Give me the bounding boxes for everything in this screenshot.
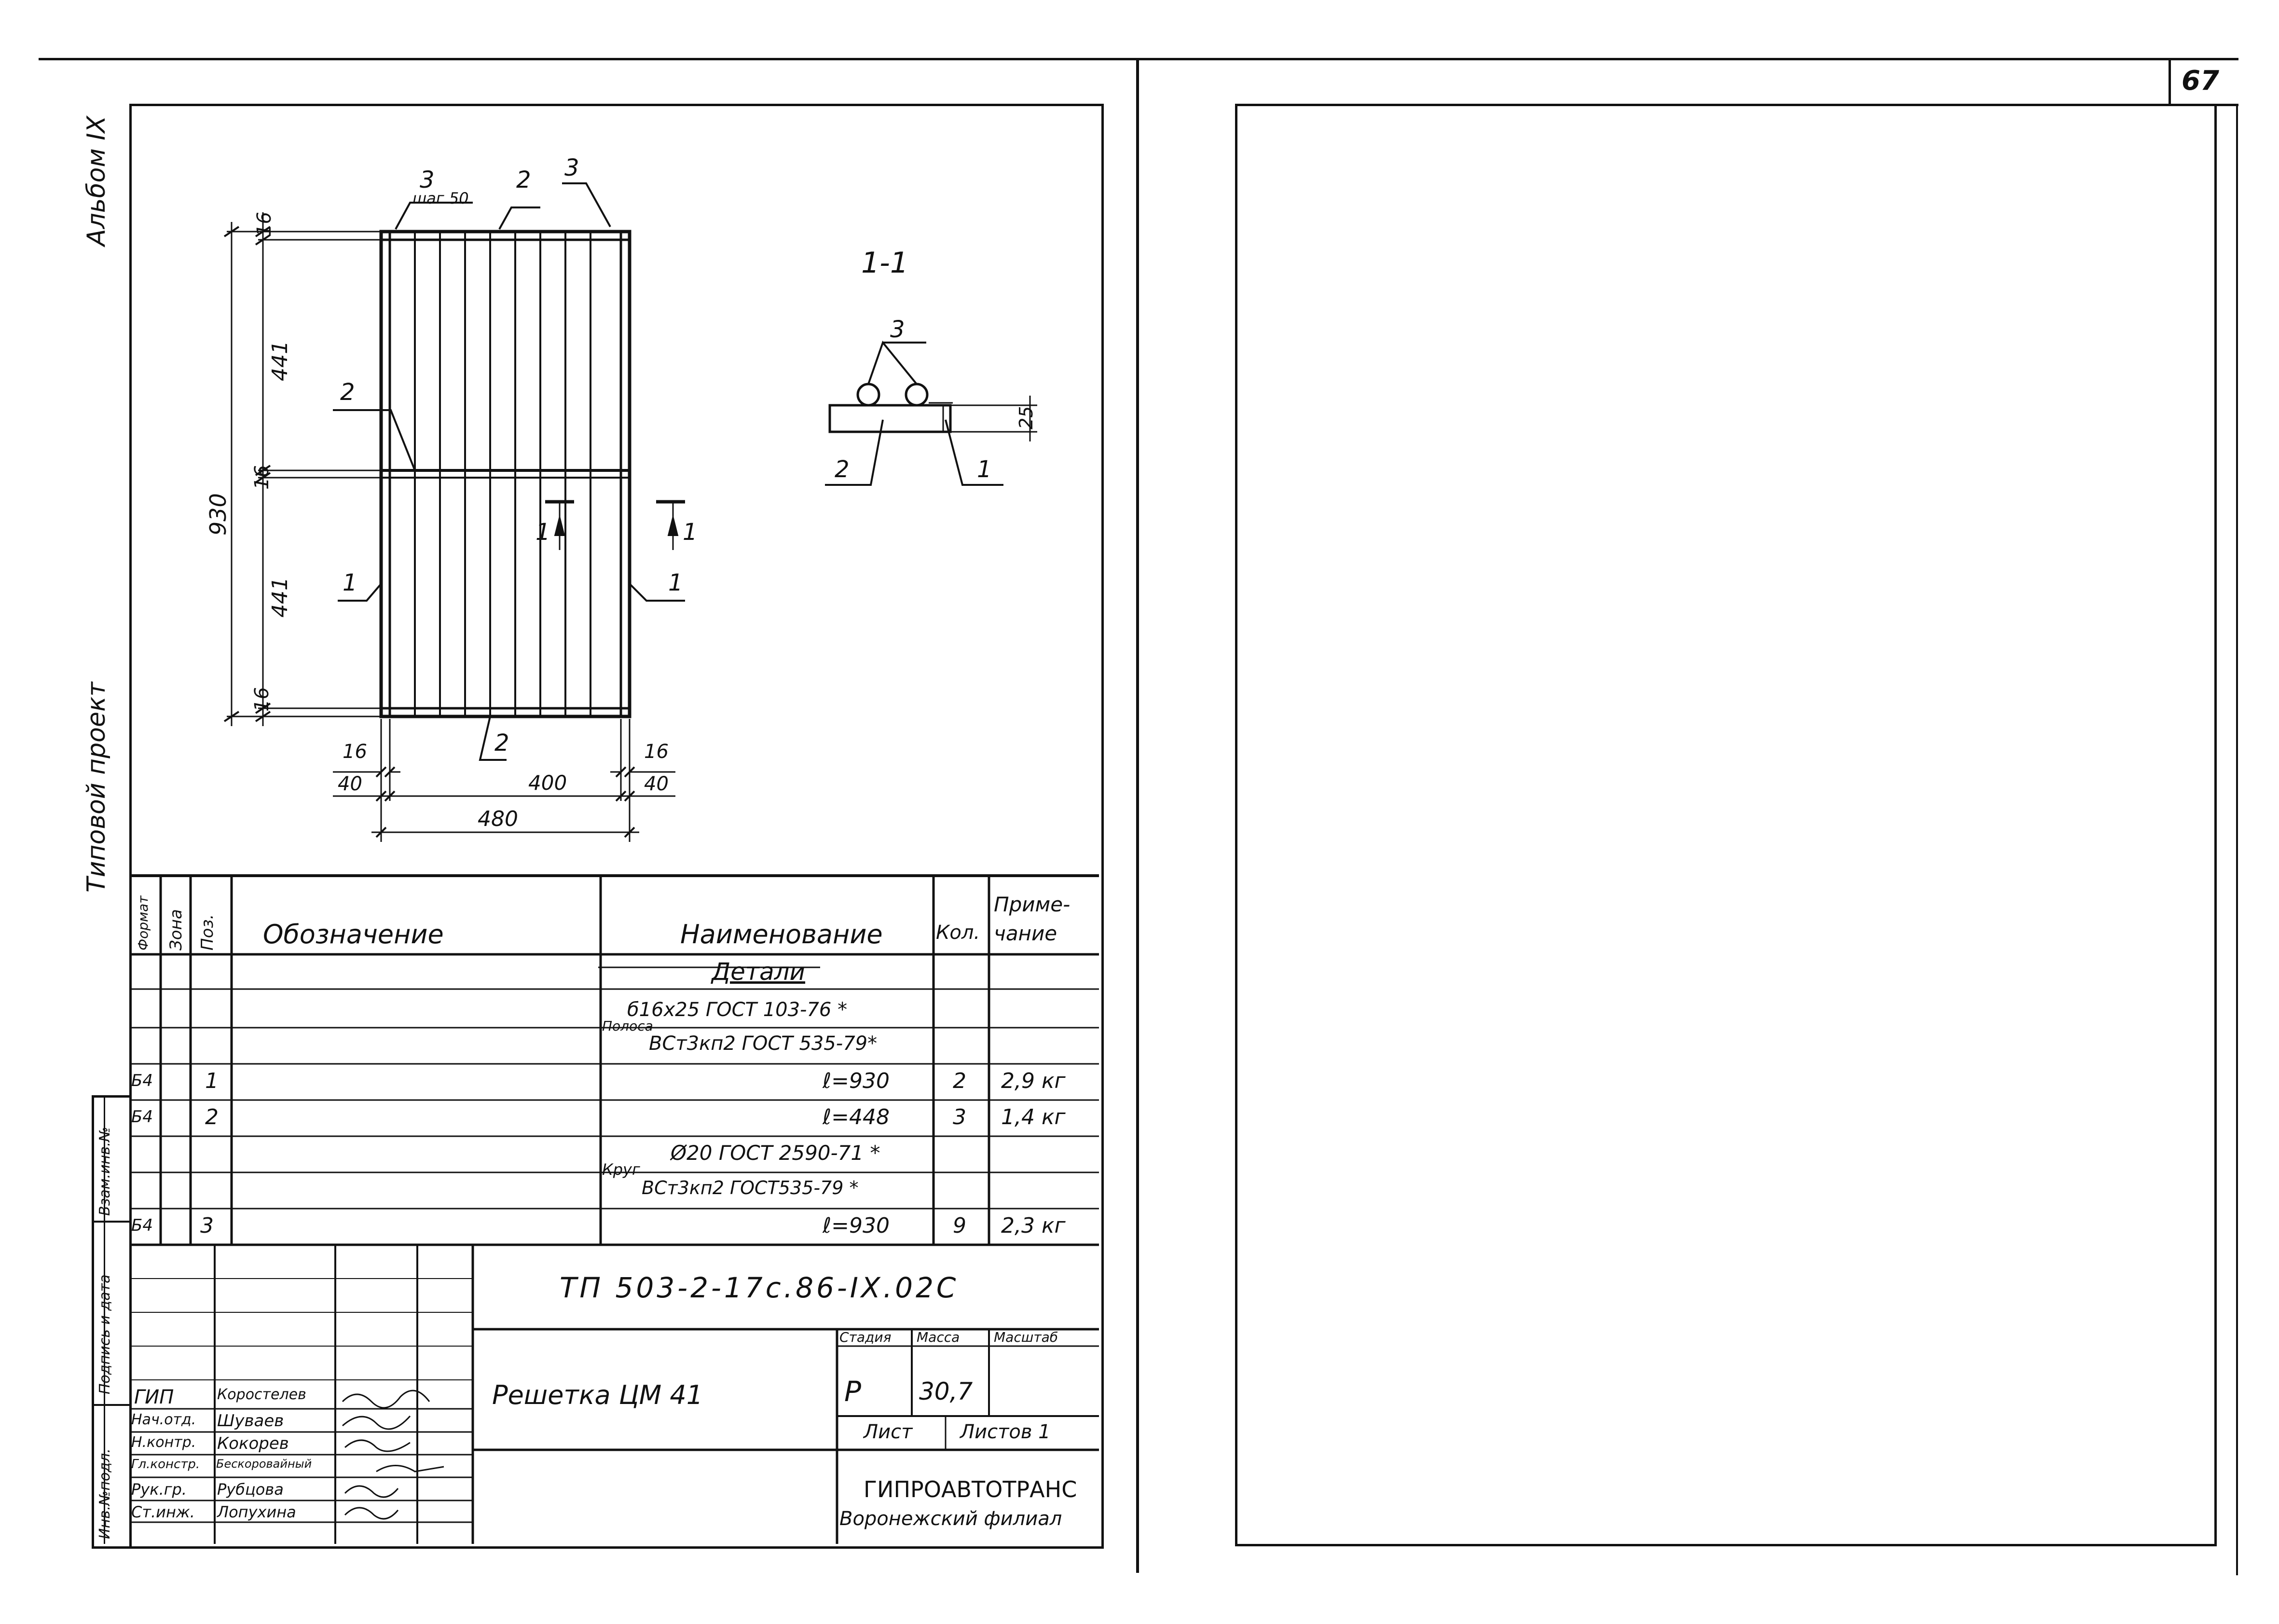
material2-label: Круг <box>602 1160 640 1179</box>
row3-name: ℓ=930 <box>823 1213 890 1238</box>
row2-format: Б4 <box>131 1107 153 1127</box>
page-number: 67 <box>2182 65 2219 96</box>
header-qty: Кол. <box>936 922 980 944</box>
name-n-kontr: Кокорев <box>217 1434 289 1453</box>
row3-format: Б4 <box>131 1216 153 1235</box>
row3-note: 2,3 кг <box>1001 1213 1066 1238</box>
dim-40-left: 40 <box>338 773 362 795</box>
org-name: ГИПРОАВТОТРАНС <box>864 1476 1077 1502</box>
dim-480: 480 <box>478 807 518 831</box>
stage-value: Р <box>844 1375 861 1408</box>
section-callout-1: 1 <box>977 456 992 483</box>
material1-label: Полоса <box>602 1018 653 1034</box>
document-code: ТП 503-2-17с.86-IX.02С <box>560 1271 959 1304</box>
section-callout-3: 3 <box>890 316 905 343</box>
row2-name: ℓ=448 <box>823 1105 890 1129</box>
name-ruk-gr: Рубцова <box>217 1480 284 1499</box>
sheet-label: Лист <box>864 1421 913 1443</box>
right-margin-line <box>2236 104 2238 1575</box>
callout-2-left: 2 <box>340 379 355 406</box>
section-title: 1-1 <box>861 246 908 280</box>
sheets-label: Листов 1 <box>960 1421 1051 1443</box>
sheet-divider <box>1136 58 1139 1573</box>
header-name: Наименование <box>680 919 883 950</box>
left-drawing-frame <box>129 104 1104 1549</box>
scale-label: Масштаб <box>994 1329 1058 1345</box>
callout-step-50: шаг 50 <box>412 189 469 207</box>
role-nach-otd: Нач.отд. <box>131 1411 196 1428</box>
header-pos: Поз. <box>198 914 217 950</box>
stage-label: Стадия <box>839 1329 892 1345</box>
row2-pos: 2 <box>205 1105 219 1129</box>
name-gl-konstr: Бескоровайный <box>216 1457 312 1471</box>
section-callout-2: 2 <box>835 456 850 483</box>
cut-label-left: 1 <box>535 519 550 546</box>
dim-16-right: 16 <box>644 741 669 763</box>
material2-top: Ø20 ГОСТ 2590-71 * <box>671 1141 880 1165</box>
row1-name: ℓ=930 <box>823 1069 890 1093</box>
role-gip: ГИП <box>134 1386 174 1408</box>
row1-format: Б4 <box>131 1071 153 1090</box>
row1-qty: 2 <box>953 1069 966 1093</box>
material1-top: б16х25 ГОСТ 103-76 * <box>627 999 848 1021</box>
dim-400: 400 <box>528 771 567 795</box>
row2-qty: 3 <box>953 1105 966 1129</box>
material2-bottom: ВСт3кп2 ГОСТ535-79 * <box>642 1177 859 1198</box>
row3-pos: 3 <box>200 1213 214 1238</box>
product-name: Решетка ЦМ 41 <box>492 1380 703 1410</box>
callout-2-top: 2 <box>516 166 531 193</box>
row1-note: 2,9 кг <box>1001 1069 1066 1093</box>
right-sheet-frame <box>1235 104 2217 1546</box>
role-ruk-gr: Рук.гр. <box>131 1480 187 1499</box>
header-zone: Зона <box>166 909 186 950</box>
header-format: Формат <box>135 895 151 950</box>
callout-1-right: 1 <box>668 569 683 596</box>
role-st-inzh: Ст.инж. <box>131 1503 195 1521</box>
role-gl-konstr: Гл.констр. <box>131 1457 200 1472</box>
org-branch: Воронежский филиал <box>839 1508 1062 1530</box>
cut-label-right: 1 <box>683 519 698 546</box>
dim-16-left: 16 <box>343 741 367 763</box>
side-stamp <box>92 1095 132 1549</box>
mass-value: 30,7 <box>919 1377 973 1405</box>
section-title-details: Детали <box>712 958 806 986</box>
callout-3-step: 3 <box>420 166 435 193</box>
material1-bottom: ВСт3кп2 ГОСТ 535-79* <box>649 1032 878 1055</box>
name-gip: Коростелев <box>217 1386 306 1403</box>
callout-1-left: 1 <box>343 569 357 596</box>
callout-3-top: 3 <box>564 154 579 181</box>
row2-note: 1,4 кг <box>1001 1105 1066 1129</box>
dim-40-right: 40 <box>644 773 669 795</box>
name-st-inzh: Лопухина <box>217 1503 296 1521</box>
mass-label: Масса <box>917 1329 960 1345</box>
name-nach-otd: Шуваев <box>217 1411 284 1431</box>
row3-qty: 9 <box>953 1213 966 1238</box>
header-designation: Обозначение <box>263 919 444 950</box>
callout-2-bottom: 2 <box>494 729 509 757</box>
role-n-kontr: Н.контр. <box>131 1434 196 1451</box>
row1-pos: 1 <box>205 1069 219 1093</box>
header-note: Приме-чание <box>994 893 1071 945</box>
